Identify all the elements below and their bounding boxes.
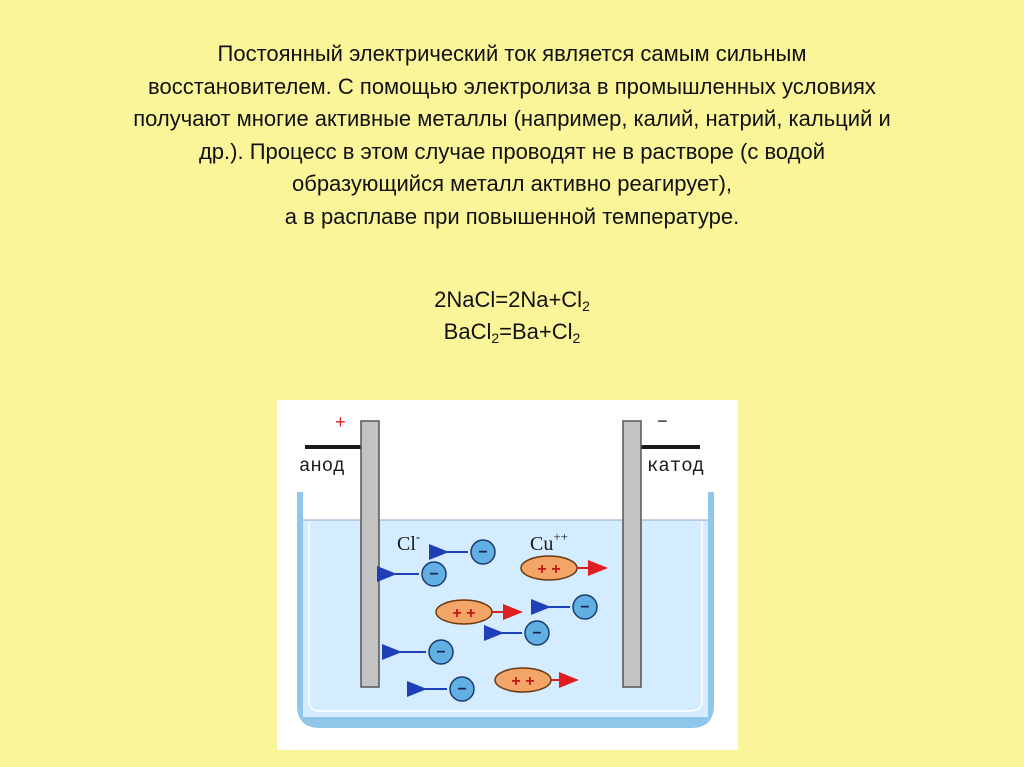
cation-label: Cu++ [530, 529, 568, 555]
equations: 2NaCl=2Na+Cl2 BaCl2=Ba+Cl2 [312, 284, 712, 348]
anion-5: − [382, 639, 454, 665]
svg-text:−: − [580, 599, 589, 616]
svg-text:+ +: + + [537, 561, 560, 578]
cathode-electrode [622, 420, 642, 688]
cation-2: + + [435, 599, 523, 625]
anion-4: − [484, 620, 550, 646]
svg-text:−: − [436, 644, 445, 661]
anion-6: − [407, 676, 475, 702]
cathode-label: катод [647, 455, 704, 477]
svg-text:−: − [532, 625, 541, 642]
anode-electrode [360, 420, 380, 688]
paragraph-line-6: а в расплаве при повышенной температуре. [284, 203, 740, 229]
cation-3: + + [494, 667, 579, 693]
paragraph-line-3: получают многие активные металлы (наприм… [133, 106, 891, 131]
svg-text:+ +: + + [511, 673, 534, 690]
anion-1: − [429, 539, 496, 565]
anion-3: − [531, 594, 598, 620]
svg-text:+ +: + + [452, 605, 475, 622]
paragraph-line-5: образующийся металл активно реагирует), [291, 171, 733, 196]
equation-bacl2: BaCl2=Ba+Cl2 [443, 319, 581, 346]
svg-text:−: − [478, 544, 487, 561]
anion-2: − [377, 561, 447, 587]
vessel [297, 492, 714, 728]
paragraph-line-1: Постоянный электрический ток является са… [217, 41, 807, 66]
electrolysis-svg: + − анод катод Cl- Cu++ − − − − [297, 413, 714, 728]
cation-1: + + [520, 555, 608, 581]
equation-nacl: 2NaCl=2Na+Cl2 [434, 287, 590, 314]
anode-sign: + [335, 414, 346, 434]
svg-text:−: − [457, 681, 466, 698]
svg-text:−: − [429, 566, 438, 583]
anode-label: анод [299, 455, 345, 477]
electrolysis-diagram: + − анод катод Cl- Cu++ − − − − [277, 400, 738, 750]
paragraph-line-2: восстановителем. С помощью электролиза в… [148, 73, 876, 99]
paragraph: Постоянный электрический ток является са… [30, 38, 994, 233]
anion-label: Cl- [397, 529, 420, 555]
paragraph-line-4: др.). Процесс в этом случае проводят не … [198, 138, 826, 164]
cathode-sign: − [657, 413, 668, 433]
